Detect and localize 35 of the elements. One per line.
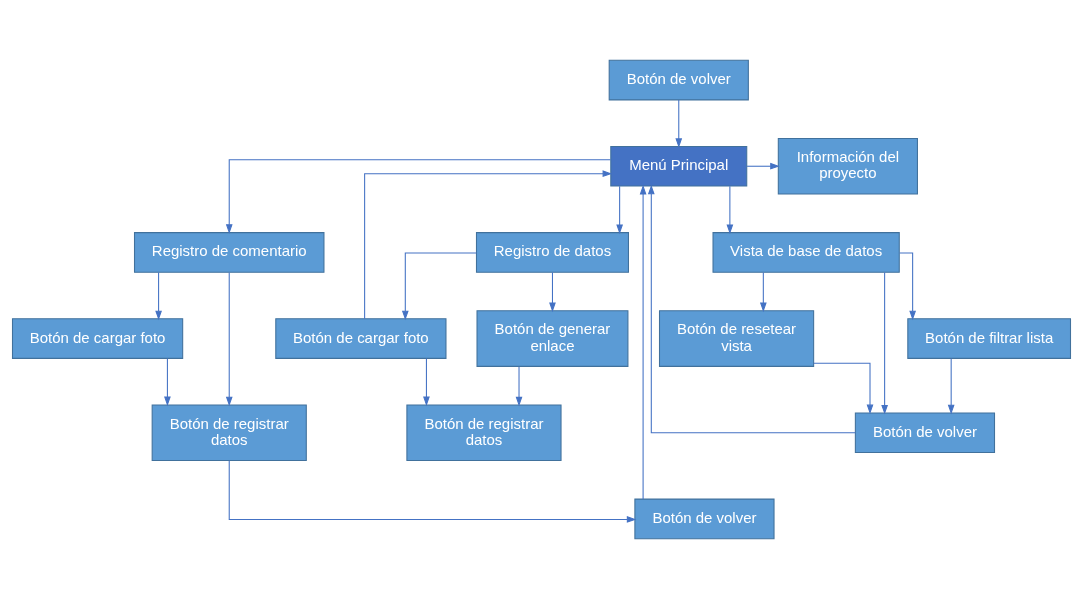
arrow	[225, 271, 233, 407]
arrow	[746, 162, 780, 170]
node-box: Botón de generar enlace	[476, 310, 629, 367]
node-box: Registro de comentario	[133, 232, 325, 273]
node-box: Registro de datos	[475, 232, 629, 273]
arrow	[549, 271, 556, 313]
arrow	[639, 184, 647, 500]
node-box: Vista de base de datos	[712, 232, 900, 273]
arrow	[155, 271, 162, 321]
node-box: Botón de resetear vista	[658, 310, 815, 367]
arrow	[616, 185, 623, 235]
node-box: Botón de volver	[634, 498, 775, 540]
node-box: Menú Principal	[610, 145, 748, 187]
node-box: Botón de cargar foto	[11, 318, 184, 359]
node-box: Botón de volver	[854, 412, 996, 454]
arrow	[647, 184, 856, 434]
node-box: Botón de cargar foto	[275, 318, 447, 359]
arrow	[515, 366, 523, 407]
node-box: Botón de filtrar lista	[907, 318, 1072, 359]
arrow	[881, 271, 888, 415]
arrow	[813, 362, 874, 415]
arrow	[947, 358, 955, 415]
arrow	[401, 252, 477, 321]
arrow	[364, 170, 613, 320]
node-box: Botón de registrar datos	[406, 404, 562, 462]
arrow	[228, 460, 637, 523]
arrow	[726, 185, 734, 235]
arrow	[759, 271, 767, 313]
arrow	[675, 99, 683, 148]
node-box: Información del proyecto	[777, 137, 918, 195]
arrow	[225, 159, 612, 234]
arrow	[164, 358, 171, 407]
node-box: Botón de registrar datos	[151, 404, 307, 462]
node-box: Botón de volver	[608, 59, 749, 101]
arrow	[423, 358, 430, 407]
